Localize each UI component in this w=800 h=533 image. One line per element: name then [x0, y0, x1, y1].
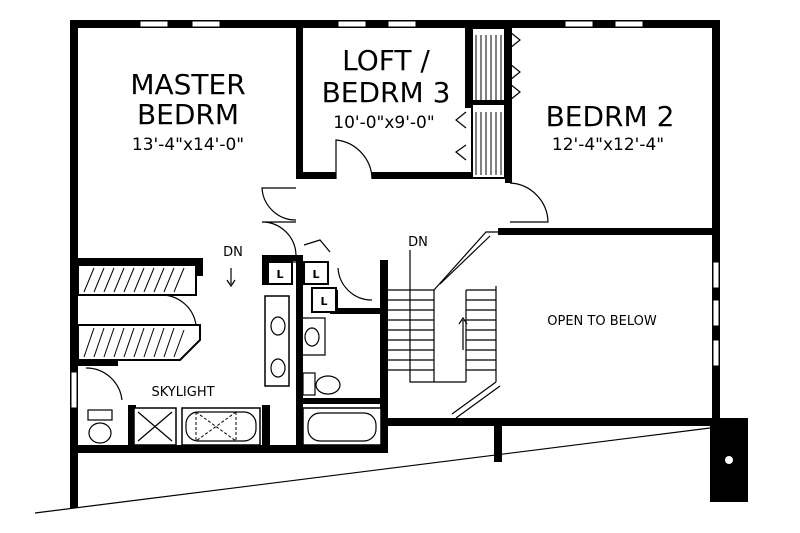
skylight-label: SKYLIGHT	[151, 385, 214, 400]
bedroom2-size: 12'-4"x12'-4"	[552, 135, 664, 155]
master-name-line1: MASTER	[130, 68, 245, 101]
master-name-line2: BEDRM	[137, 98, 239, 131]
bath-fixtures	[87, 295, 382, 446]
linen-label-3: L	[320, 295, 327, 308]
dn-label-hall: DN	[223, 245, 243, 260]
exterior-details	[34, 418, 748, 514]
exterior-walls	[70, 20, 720, 508]
open-to-below-label: OPEN TO BELOW	[547, 314, 657, 329]
interior-walls	[78, 28, 720, 462]
linen-label-2: L	[312, 268, 319, 281]
master-size: 13'-4"x14'-0"	[132, 135, 244, 155]
dn-label-stair: DN	[408, 235, 428, 250]
loft-name-line2: BEDRM 3	[322, 76, 451, 109]
linen-label-1: L	[276, 268, 283, 281]
bedroom2-closet	[454, 27, 521, 179]
staircase	[226, 231, 501, 419]
master-closet	[77, 264, 201, 361]
loft-size: 10'-0"x9'-0"	[333, 113, 434, 133]
bedroom2-name: BEDRM 2	[546, 100, 675, 133]
linen-closets	[267, 261, 337, 313]
loft-name-line1: LOFT /	[342, 44, 430, 77]
